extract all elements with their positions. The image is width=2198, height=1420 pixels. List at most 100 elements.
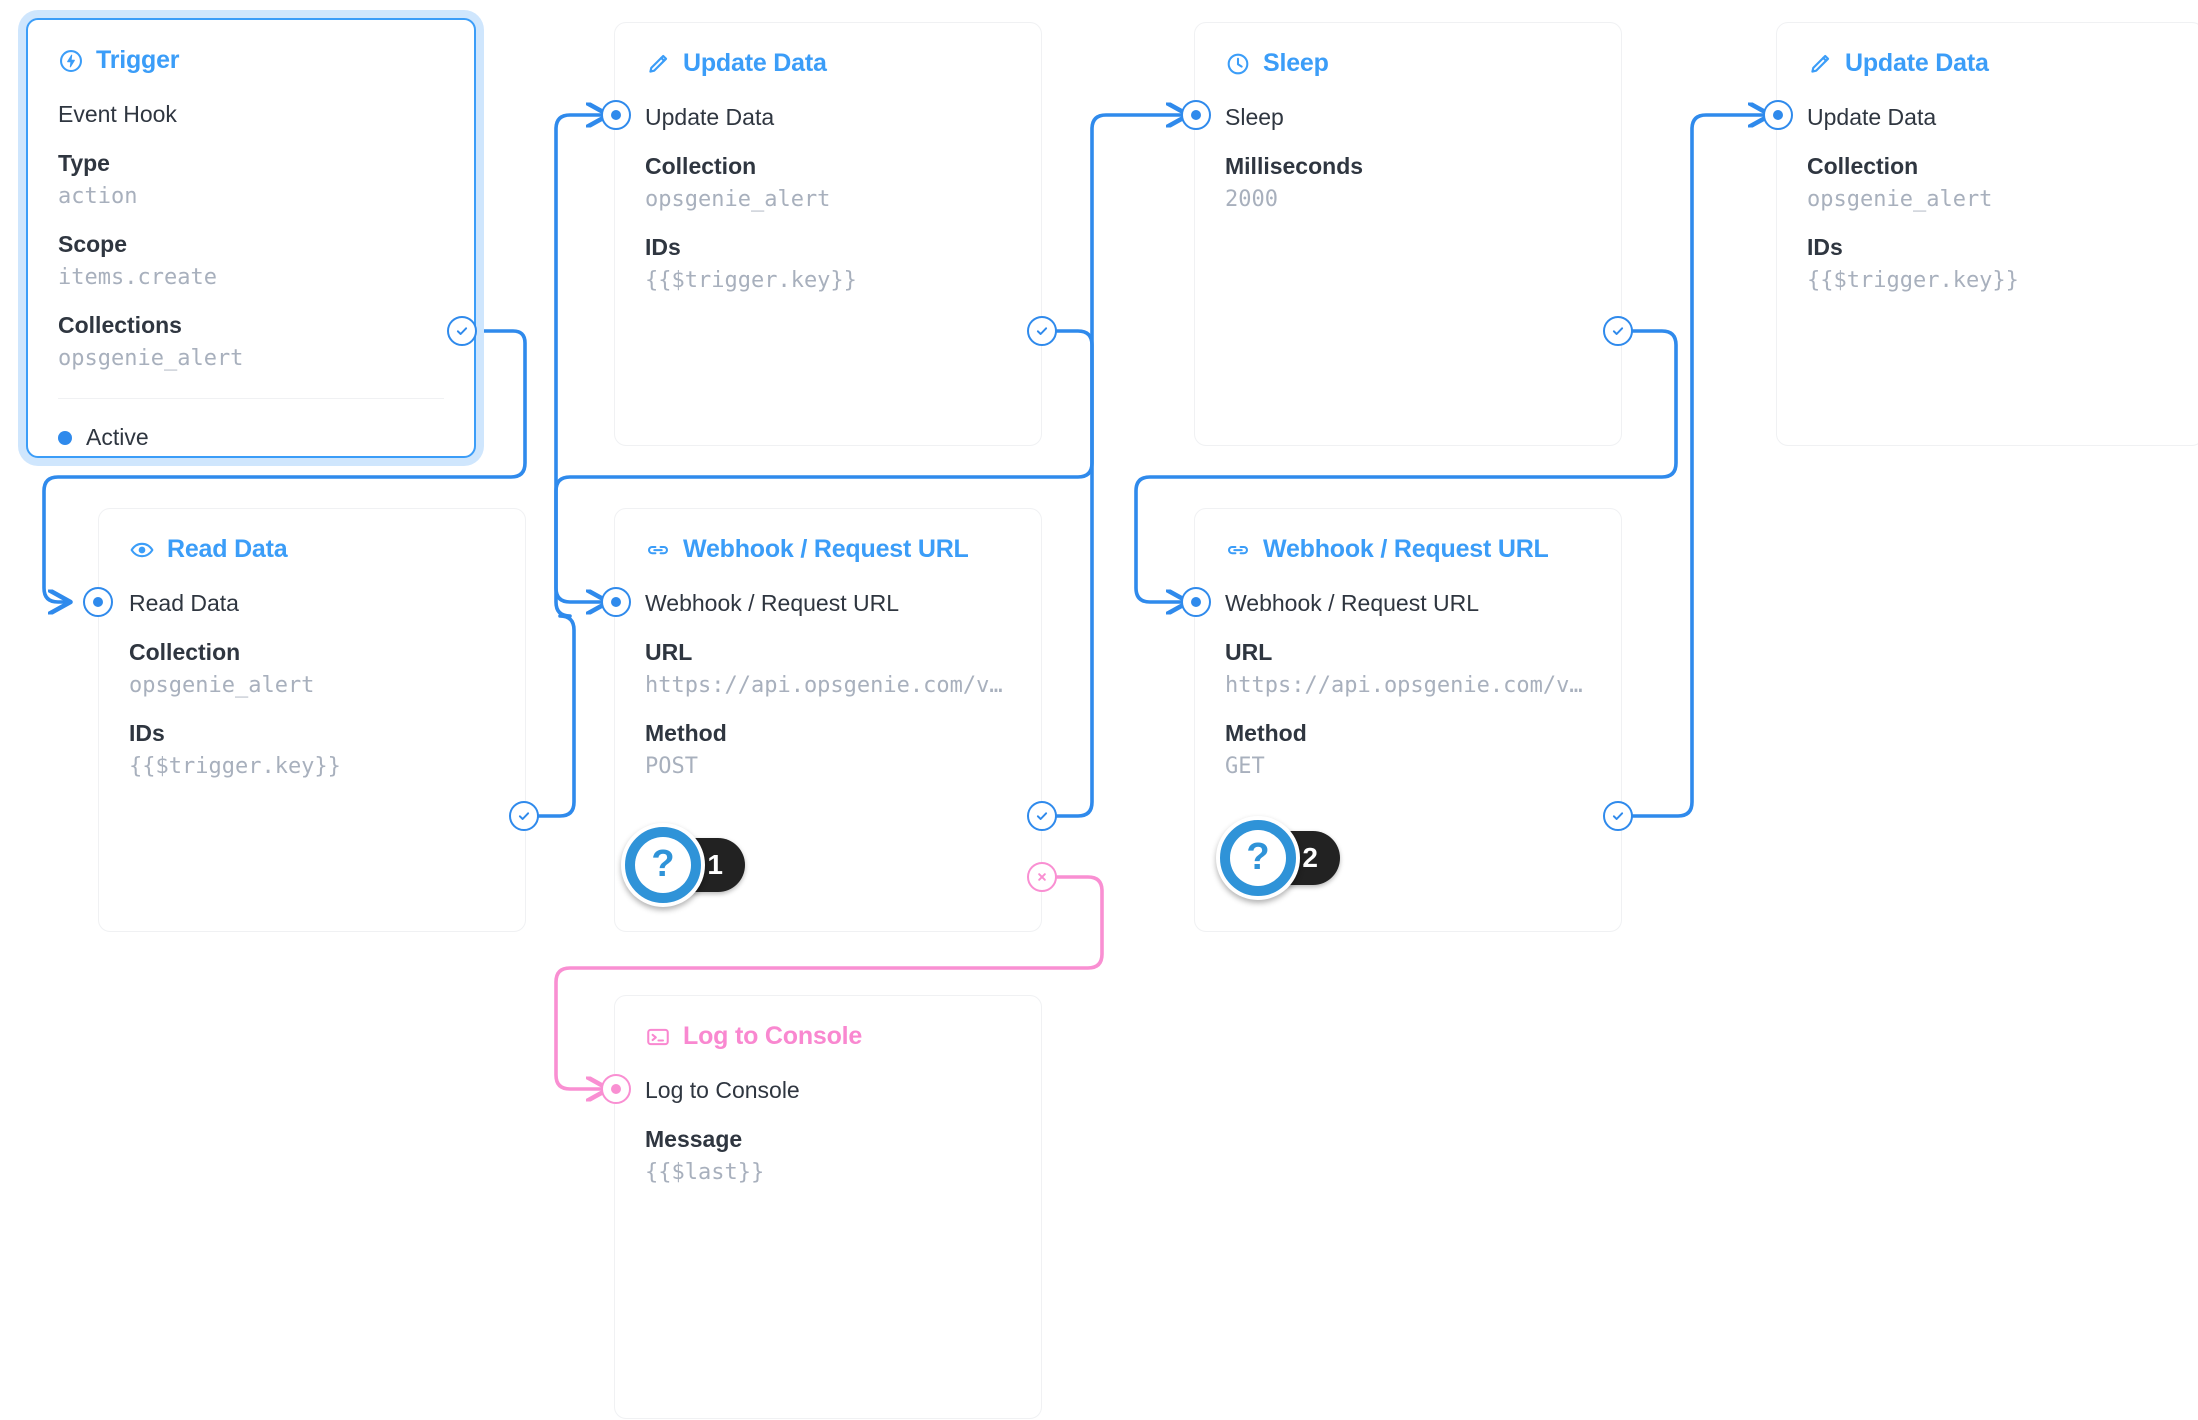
field-value: 2000	[1225, 186, 1278, 212]
node-field: IDs {{$trigger.key}}	[129, 716, 495, 783]
check-icon	[518, 812, 530, 820]
field-label: Type	[58, 149, 110, 176]
divider	[58, 398, 444, 399]
node-op-name: Log to Console	[645, 1077, 800, 1103]
node-title-label: Webhook / Request URL	[683, 535, 969, 563]
field-label: URL	[1225, 638, 1273, 665]
port-input-log-to-console[interactable]	[601, 1074, 631, 1104]
port-dot-icon	[1191, 110, 1201, 120]
node-card-log-to-console[interactable]: Log to Console Log to Console Message {{…	[614, 995, 1042, 1419]
link-icon	[1225, 537, 1251, 563]
port-input-sleep[interactable]	[1181, 100, 1211, 130]
node-title-log-to-console: Log to Console	[645, 1022, 1011, 1051]
node-field: Collection opsgenie_alert	[129, 635, 495, 702]
node-card-read-data[interactable]: Read Data Read Data Collection opsgenie_…	[98, 508, 526, 932]
field-label: Method	[1225, 719, 1307, 746]
node-title-label: Webhook / Request URL	[1263, 535, 1549, 563]
node-title-label: Sleep	[1263, 49, 1329, 77]
field-value: {{$last}}	[645, 1159, 765, 1185]
field-label: IDs	[1807, 233, 1843, 260]
question-glyph: ?	[635, 837, 691, 893]
node-title-label: Trigger	[96, 46, 180, 74]
port-resolve-read-data[interactable]	[509, 801, 539, 831]
status-badge: Active	[86, 424, 149, 450]
field-value: opsgenie_alert	[58, 345, 244, 371]
port-dot-icon	[611, 1084, 621, 1094]
node-field: Scope items.create	[58, 227, 444, 294]
node-field: Message {{$last}}	[645, 1122, 1011, 1189]
port-dot-icon	[611, 597, 621, 607]
field-value: POST	[645, 753, 698, 779]
clock-icon	[1225, 51, 1251, 77]
node-op-name: Update Data	[1807, 104, 1937, 130]
node-title-sleep: Sleep	[1225, 49, 1591, 78]
node-op-name: Sleep	[1225, 104, 1284, 130]
status-row: Active	[58, 424, 149, 451]
field-label: Scope	[58, 230, 128, 257]
field-value: {{$trigger.key}}	[129, 753, 341, 779]
port-reject-webhook-post[interactable]	[1027, 862, 1057, 892]
field-value: opsgenie_alert	[645, 186, 831, 212]
node-card-update-data-2[interactable]: Update Data Update Data Collection opsge…	[1776, 22, 2198, 446]
node-op-name: Webhook / Request URL	[645, 590, 899, 616]
port-dot-icon	[93, 597, 103, 607]
node-field: IDs {{$trigger.key}}	[1807, 230, 2173, 297]
port-resolve-webhook-get[interactable]	[1603, 801, 1633, 831]
node-op-name: Read Data	[129, 590, 239, 616]
node-field: Method POST	[645, 716, 1011, 783]
field-value: items.create	[58, 264, 217, 290]
hint-badge-1[interactable]: ? 1	[621, 823, 745, 907]
port-input-webhook-get[interactable]	[1181, 587, 1211, 617]
node-field: Milliseconds 2000	[1225, 149, 1591, 216]
node-title-update-data-1: Update Data	[645, 49, 1011, 78]
node-field: Collection opsgenie_alert	[1807, 149, 2173, 216]
node-field: URL https://api.opsgenie.com/v…	[645, 635, 1011, 702]
node-field: Method GET	[1225, 716, 1591, 783]
node-op-name: Webhook / Request URL	[1225, 590, 1479, 616]
node-field: URL https://api.opsgenie.com/v…	[1225, 635, 1591, 702]
port-dot-icon	[1191, 597, 1201, 607]
port-input-update-data-2[interactable]	[1763, 100, 1793, 130]
node-field: Collection opsgenie_alert	[645, 149, 1011, 216]
field-value: https://api.opsgenie.com/v…	[645, 672, 1003, 698]
status-dot-icon	[58, 430, 72, 445]
port-input-read-data[interactable]	[83, 587, 113, 617]
node-title-label: Update Data	[1845, 49, 1989, 77]
node-field: Collections opsgenie_alert	[58, 308, 444, 375]
node-title-label: Log to Console	[683, 1022, 863, 1050]
node-title-webhook-get: Webhook / Request URL	[1225, 535, 1591, 564]
check-icon	[1036, 812, 1048, 820]
field-label: IDs	[645, 233, 681, 260]
console-icon	[645, 1024, 671, 1050]
node-field: Type action	[58, 146, 444, 213]
hint-badge-2[interactable]: ? 2	[1216, 816, 1340, 900]
eye-icon	[129, 537, 155, 563]
question-mark-icon[interactable]: ?	[1216, 816, 1300, 900]
port-dot-icon	[1773, 110, 1783, 120]
port-resolve-update-data-1[interactable]	[1027, 316, 1057, 346]
node-field: IDs {{$trigger.key}}	[645, 230, 1011, 297]
node-title-trigger: Trigger	[58, 46, 444, 75]
question-mark-icon[interactable]: ?	[621, 823, 705, 907]
port-resolve-sleep[interactable]	[1603, 316, 1633, 346]
field-value: {{$trigger.key}}	[1807, 267, 2019, 293]
field-label: Collection	[129, 638, 241, 665]
field-value: https://api.opsgenie.com/v…	[1225, 672, 1583, 698]
node-card-sleep[interactable]: Sleep Sleep Milliseconds 2000	[1194, 22, 1622, 446]
port-input-update-data-1[interactable]	[601, 100, 631, 130]
node-card-trigger[interactable]: Trigger Event Hook Type action Scope ite…	[26, 18, 476, 458]
field-label: URL	[645, 638, 693, 665]
check-icon	[1036, 327, 1048, 335]
port-dot-icon	[611, 110, 621, 120]
check-icon	[1612, 812, 1624, 820]
port-input-webhook-post[interactable]	[601, 587, 631, 617]
node-card-update-data-1[interactable]: Update Data Update Data Collection opsge…	[614, 22, 1042, 446]
field-label: Method	[645, 719, 727, 746]
field-label: Collection	[645, 152, 757, 179]
port-resolve-webhook-post[interactable]	[1027, 801, 1057, 831]
node-op-name: Update Data	[645, 104, 775, 130]
field-value: action	[58, 183, 138, 209]
port-resolve-trigger[interactable]	[447, 316, 477, 346]
close-icon	[1038, 873, 1046, 881]
